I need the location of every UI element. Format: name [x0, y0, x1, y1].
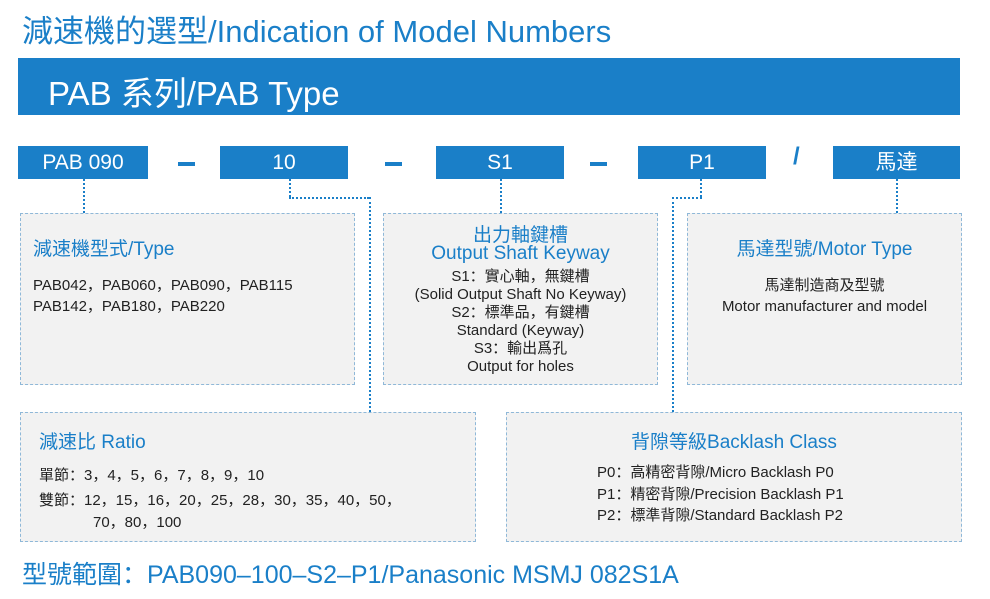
model-example: 型號範圍：PAB090–100–S2–P1/Panasonic MSMJ 082…	[22, 561, 679, 589]
shaft-line: S1：實心軸，無鍵槽	[451, 268, 590, 285]
separator-dash	[178, 162, 195, 166]
backlash-p1: P1：精密背隙/Precision Backlash P1	[597, 486, 844, 503]
code-ratio: 10	[220, 146, 348, 179]
connector-backlash-c	[672, 197, 674, 412]
series-band: PAB 系列/PAB Type	[18, 58, 960, 115]
motor-box: 馬達型號/Motor Type 馬達制造商及型號 Motor manufactu…	[687, 213, 962, 385]
shaft-line: (Solid Output Shaft No Keyway)	[414, 286, 627, 303]
separator-slash: /	[793, 143, 800, 170]
separator-dash	[385, 162, 402, 166]
shaft-line: Output for holes	[467, 358, 574, 375]
series-title: PAB 系列/PAB Type	[48, 75, 340, 112]
code-motor: 馬達	[833, 146, 960, 179]
ratio-single: 單節：3，4，5，6，7，8，9，10	[39, 467, 265, 484]
shaft-line: S3：輸出爲孔	[473, 340, 568, 357]
motor-heading: 馬達型號/Motor Type	[736, 239, 913, 260]
ratio-box: 減速比 Ratio 單節：3，4，5，6，7，8，9，10 雙節：12，15，1…	[20, 412, 476, 542]
type-box: 減速機型式/Type PAB042，PAB060，PAB090，PAB115 P…	[20, 213, 355, 385]
separator-dash	[590, 162, 607, 166]
backlash-heading: 背隙等級Backlash Class	[631, 432, 837, 453]
shaft-heading-cn: 出力軸鍵槽	[472, 225, 568, 246]
shaft-heading-en: Output Shaft Keyway	[431, 243, 610, 264]
type-line-2: PAB142，PAB180，PAB220	[33, 298, 225, 315]
code-backlash: P1	[638, 146, 766, 179]
connector-shaft	[500, 179, 502, 213]
ratio-double-1: 雙節：12，15，16，20，25，28，30，35，40，50，	[39, 492, 401, 509]
backlash-box: 背隙等級Backlash Class P0：高精密背隙/Micro Backla…	[506, 412, 962, 542]
motor-line-2: Motor manufacturer and model	[721, 298, 928, 315]
ratio-double-2: 70，80，100	[93, 514, 182, 531]
code-shaft: S1	[436, 146, 564, 179]
connector-ratio-a	[289, 179, 291, 197]
code-type: PAB 090	[18, 146, 148, 179]
ratio-heading: 減速比 Ratio	[39, 432, 146, 453]
page-title: 減速機的選型/Indication of Model Numbers	[22, 14, 612, 49]
backlash-p2: P2：標準背隙/Standard Backlash P2	[597, 507, 843, 524]
connector-motor	[896, 179, 898, 213]
motor-line-1: 馬達制造商及型號	[764, 277, 885, 294]
shaft-line: Standard (Keyway)	[456, 322, 585, 339]
shaft-line: S2：標準品，有鍵槽	[451, 304, 590, 321]
connector-backlash-a	[700, 179, 702, 197]
connector-ratio-b	[289, 197, 369, 199]
type-line-1: PAB042，PAB060，PAB090，PAB115	[33, 277, 293, 294]
backlash-p0: P0：高精密背隙/Micro Backlash P0	[597, 464, 834, 481]
type-heading: 減速機型式/Type	[33, 239, 175, 260]
connector-backlash-b	[672, 197, 702, 199]
connector-ratio-c	[369, 197, 371, 412]
connector-type	[83, 179, 85, 213]
shaft-box: 出力軸鍵槽 Output Shaft Keyway S1：實心軸，無鍵槽 (So…	[383, 213, 658, 385]
